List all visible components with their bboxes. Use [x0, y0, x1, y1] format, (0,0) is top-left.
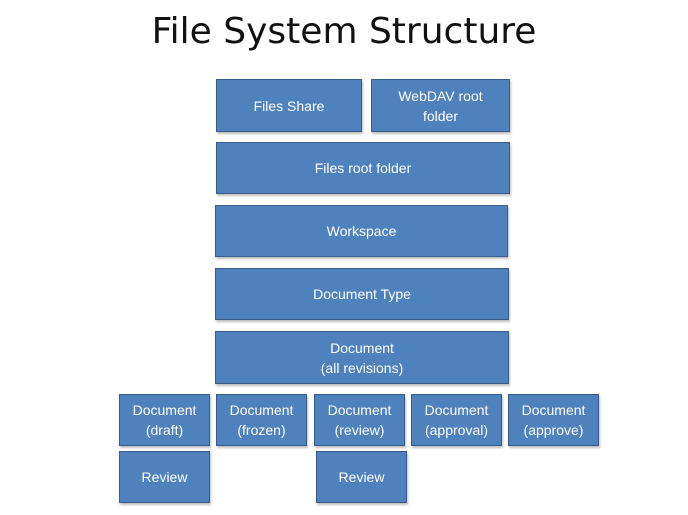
- webdav-root-folder-box: WebDAV root folder: [371, 79, 510, 132]
- files-share-box: Files Share: [216, 79, 362, 132]
- document-review-box: Document (review): [314, 394, 405, 446]
- document-type-box: Document Type: [215, 268, 509, 320]
- document-approval-box: Document (approval): [411, 394, 502, 446]
- workspace-box: Workspace: [215, 205, 508, 257]
- document-frozen-box: Document (frozen): [216, 394, 307, 446]
- review-draft-box: Review: [119, 451, 210, 503]
- review-review-box: Review: [316, 451, 407, 503]
- files-root-folder-box: Files root folder: [216, 142, 510, 194]
- document-approve-box: Document (approve): [508, 394, 599, 446]
- page-title: File System Structure: [151, 11, 537, 52]
- document-draft-box: Document (draft): [119, 394, 210, 446]
- document-all-revisions-box: Document (all revisions): [215, 331, 509, 384]
